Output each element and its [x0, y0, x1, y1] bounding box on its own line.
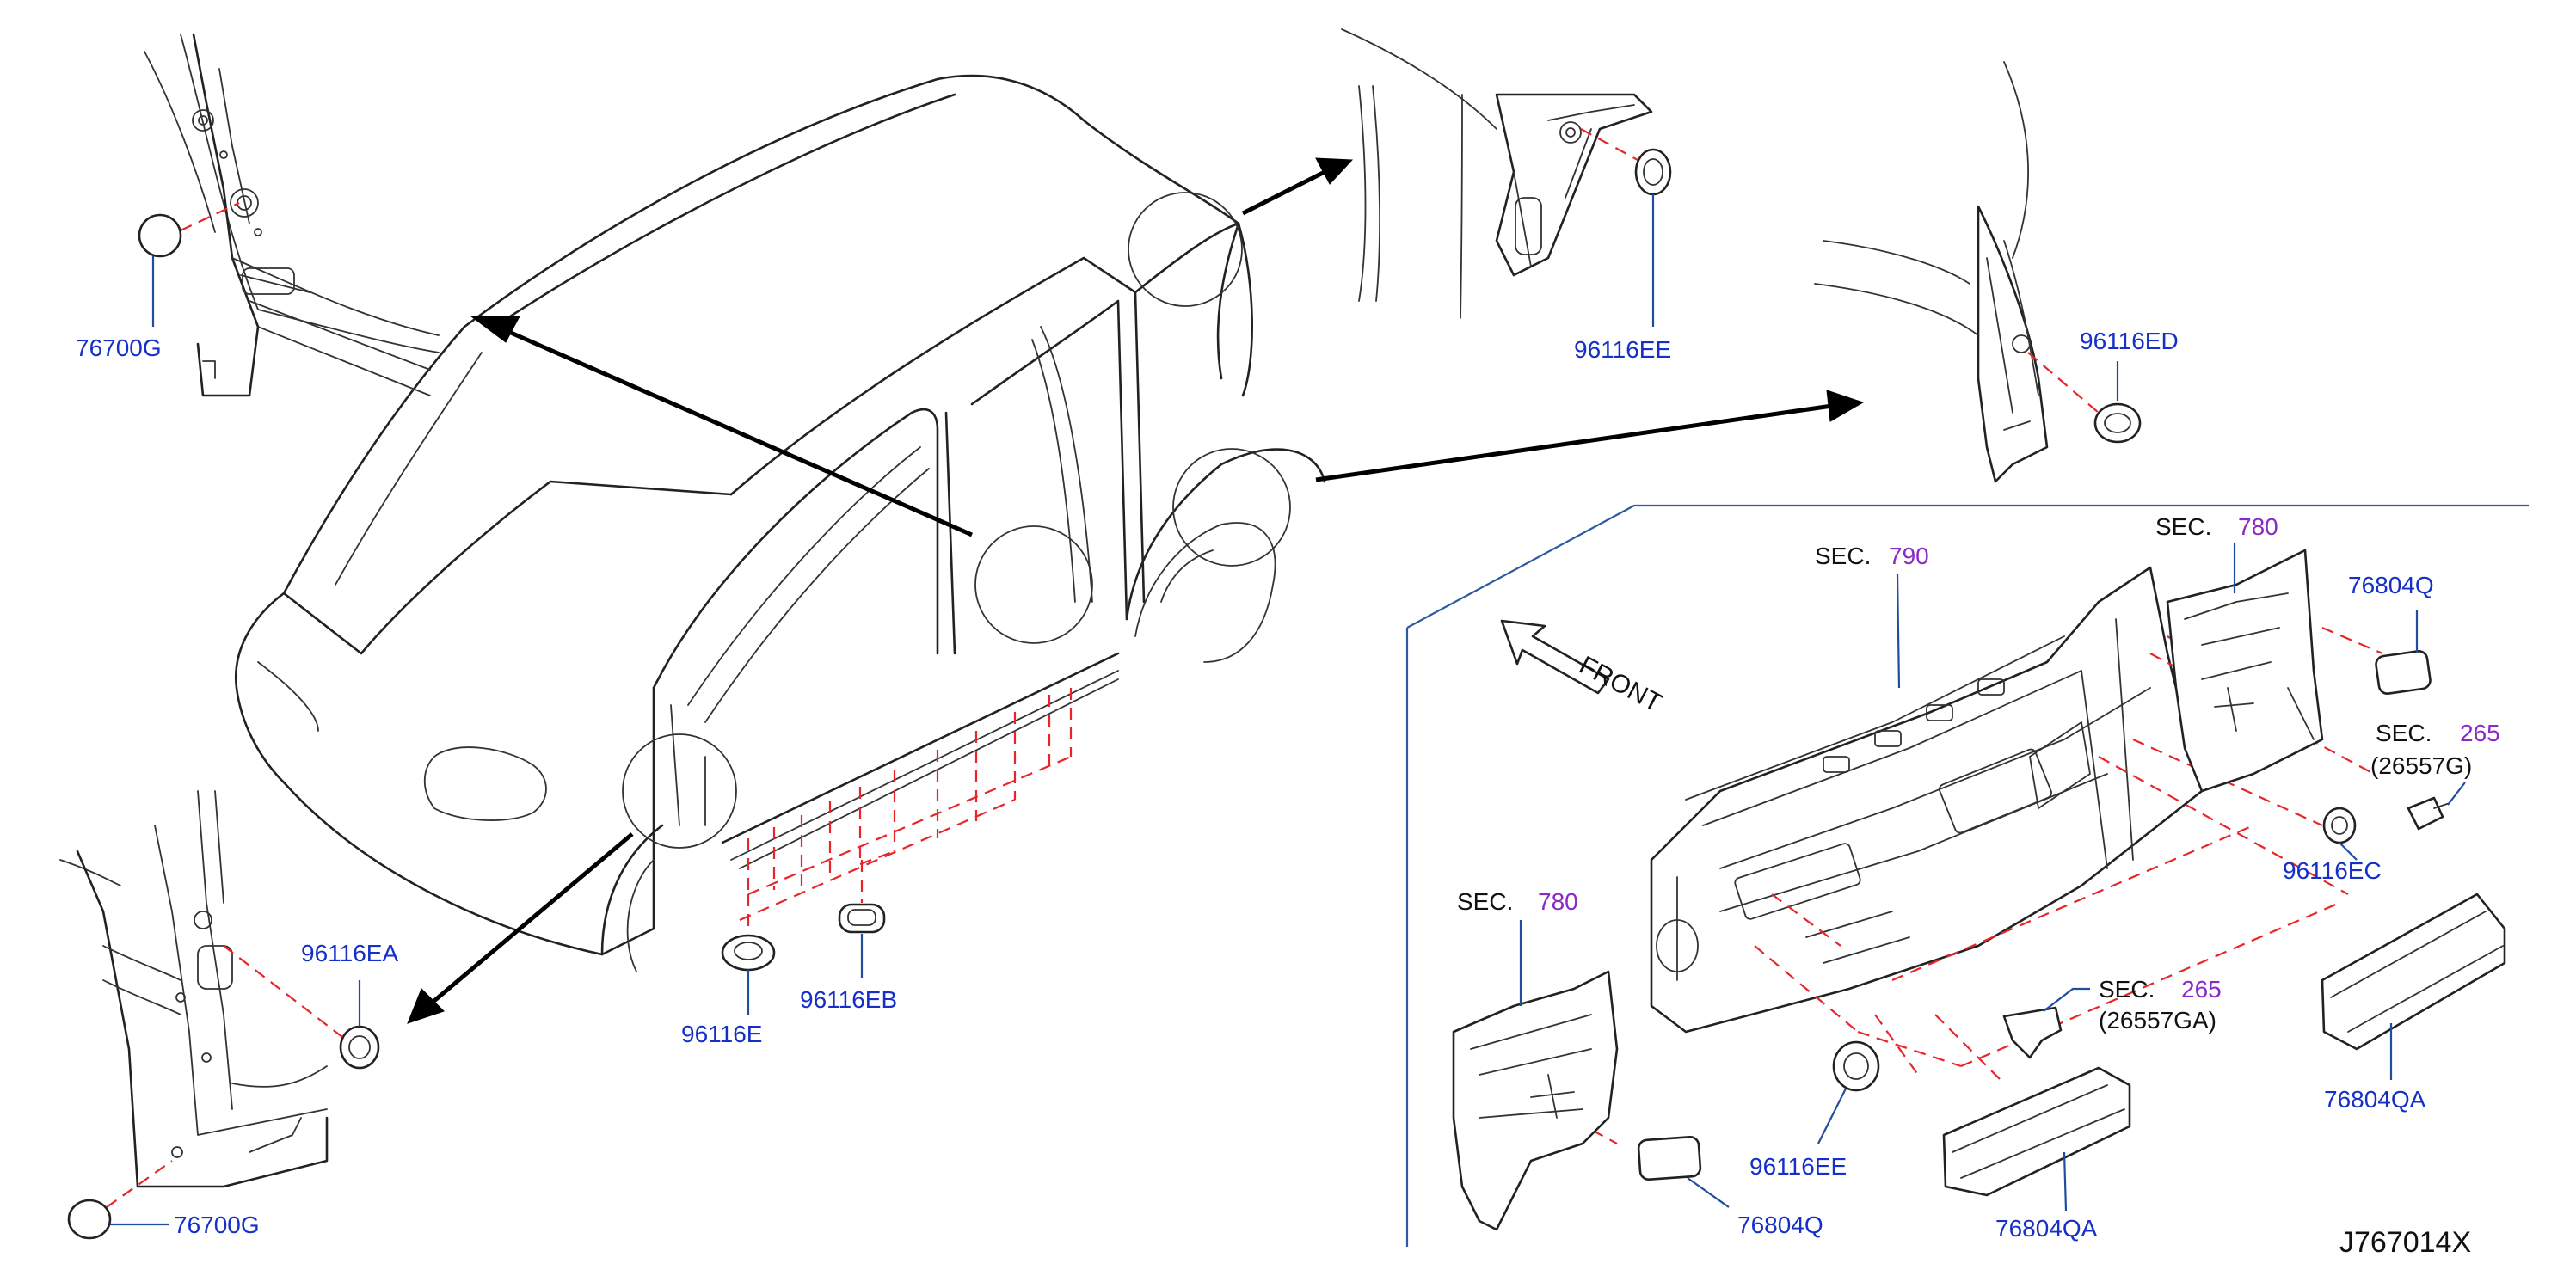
section-subpart-26557G: (26557G)	[2370, 752, 2472, 779]
part-number-96116EB: 96116EB	[800, 986, 897, 1013]
section-label-790: SEC. 790	[1815, 543, 1929, 569]
leader-76804Q-bottom	[1687, 1177, 1730, 1208]
ref-dash-96116ED	[2027, 352, 2100, 414]
leader-76804QA-bottom	[2063, 1151, 2068, 1212]
part-number-76700G-bottom: 76700G	[174, 1212, 260, 1238]
callout-arrow-right	[1315, 390, 1865, 482]
callout-arrow-bottom-left	[407, 832, 634, 1024]
front-direction-indicator	[1500, 619, 1610, 695]
clip-26557G	[2407, 796, 2444, 831]
grommet-96116EA	[339, 1025, 380, 1070]
dash-panel-assembly	[1650, 566, 2204, 1034]
section-number-265-lower: 265	[2181, 976, 2222, 1003]
plug-76700G-bottom	[67, 1199, 112, 1240]
section-number-265-upper: 265	[2460, 720, 2500, 746]
leader-clip-26557G	[2447, 782, 2466, 806]
ref-dash-96116EA	[223, 945, 343, 1038]
panel-piece-sec780-upper	[2166, 549, 2324, 793]
grommet-96116EE-bottom	[1832, 1040, 1880, 1092]
insulator-76804QA-right	[2321, 893, 2506, 1051]
rocker-dashed-reference-lines	[739, 688, 1073, 929]
grommet-96116E	[721, 934, 776, 972]
part-number-76700G-top: 76700G	[76, 334, 162, 361]
part-number-76804QA-right: 76804QA	[2324, 1086, 2426, 1113]
part-number-96116EC: 96116EC	[2283, 857, 2382, 884]
front-label: FRONT	[1575, 651, 1667, 718]
section-label-780-lower: SEC. 780	[1457, 888, 1578, 915]
part-number-96116ED: 96116ED	[2080, 328, 2179, 354]
grommet-96116EC	[2322, 807, 2357, 844]
part-number-96116E: 96116E	[681, 1021, 762, 1047]
section-label-780-upper: SEC. 780	[2155, 513, 2278, 540]
detail-circle-front-pillar	[622, 733, 737, 849]
leader-96116EE-bottom	[1817, 1088, 1847, 1144]
detail-circle-door-opening	[974, 525, 1093, 644]
section-subpart-26557GA: (26557GA)	[2099, 1007, 2216, 1034]
part-number-96116EA: 96116EA	[301, 940, 398, 966]
clip-26557GA	[2002, 1006, 2063, 1059]
detail-circle-roof-rear	[1128, 192, 1243, 307]
section-prefix: SEC.	[2376, 720, 2432, 746]
callout-arrow-top-middle	[1241, 157, 1354, 216]
detail-front-pillar-lower	[59, 790, 329, 1188]
part-number-96116EE-bottom: 96116EE	[1749, 1153, 1847, 1180]
ref-dash-76700G-top	[180, 202, 240, 231]
leader-96116EC	[2339, 842, 2358, 861]
insulator-76804QA-bottom	[1942, 1066, 2131, 1197]
ref-dash-76804Q-right	[2321, 626, 2383, 655]
section-number-780-lower: 780	[1538, 888, 1578, 915]
leader-clip-26557GA	[2043, 987, 2090, 1012]
ref-dash-76700G-bottom	[106, 1160, 173, 1208]
callout-arrow-top-left	[470, 316, 974, 537]
part-number-76804Q-right: 76804Q	[2348, 572, 2434, 598]
part-number-96116EE-top: 96116EE	[1574, 336, 1671, 363]
plug-76700G-top	[138, 213, 182, 258]
insulator-76804Q-bottom	[1637, 1135, 1702, 1181]
grommet-96116ED	[2093, 402, 2142, 444]
part-number-76804Q-bottom: 76804Q	[1737, 1212, 1823, 1238]
detail-front-pillar-upper	[144, 33, 440, 397]
dash-panel-inset-frame	[1406, 504, 2529, 629]
detail-circle-rear-wheel	[1172, 448, 1291, 567]
section-prefix: SEC.	[1457, 888, 1513, 915]
leader-sec-790	[1896, 574, 1901, 689]
plug-96116EE-top	[1634, 148, 1672, 196]
diagram-code: J767014X	[2339, 1226, 2471, 1259]
section-prefix: SEC.	[2099, 976, 2155, 1003]
grommet-96116EB	[838, 903, 886, 934]
panel-piece-sec780-lower	[1452, 970, 1619, 1231]
part-number-76804QA-bottom: 76804QA	[1995, 1215, 2098, 1242]
detail-rear-wheelhouse	[1814, 61, 2049, 483]
ref-dash-96116EE-top	[1580, 128, 1638, 161]
section-label-265-upper: SEC. 265 (26557G)	[2370, 720, 2500, 779]
vehicle-body-illustration	[234, 74, 1326, 972]
section-label-265-lower: SEC. 265 (26557GA)	[2099, 976, 2222, 1034]
section-prefix: SEC.	[1815, 543, 1871, 569]
section-number-780-upper: 780	[2238, 513, 2278, 540]
section-prefix: SEC.	[2155, 513, 2211, 540]
insulator-76804Q-right	[2375, 650, 2432, 695]
detail-rear-pillar-roof	[1341, 28, 1653, 319]
section-number-790: 790	[1889, 543, 1929, 569]
